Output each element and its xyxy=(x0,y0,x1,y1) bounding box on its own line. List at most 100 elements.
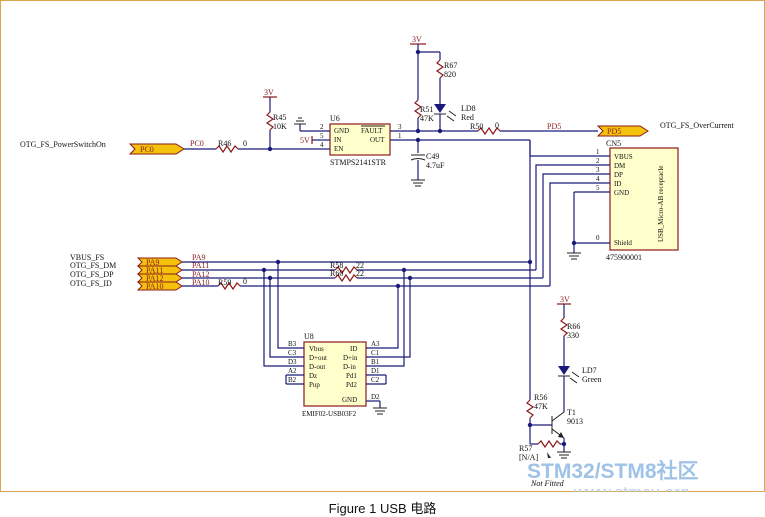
u6-pin-in: IN xyxy=(334,136,341,144)
u8-pn-d1: D1 xyxy=(371,367,380,375)
u8-pin-doutp: D+out xyxy=(309,354,327,362)
u8-pn-d3: D3 xyxy=(288,358,297,366)
cn5-n1: 1 xyxy=(596,148,600,156)
net-label-otg-fs-id: OTG_FS_ID xyxy=(70,279,112,288)
cn5-n2: 2 xyxy=(596,157,600,165)
r58-value: 22 xyxy=(356,261,364,270)
port-pa10 xyxy=(136,281,183,291)
pin-pa11-label: PA11 xyxy=(192,261,209,270)
pin-pd5-label: PD5 xyxy=(547,122,561,131)
cn5-ref: CN5 xyxy=(606,139,621,148)
ld7-value: Green xyxy=(582,375,602,384)
ic-u8 xyxy=(303,341,367,407)
u6-part: STMPS2141STR xyxy=(330,158,387,167)
r50-ref: R50 xyxy=(470,122,483,131)
u8-part: EMIF02-USB03F2 xyxy=(302,410,357,418)
figure-caption: Figure 1 USB 电路 xyxy=(328,501,437,516)
watermark-stm32: STM32 xyxy=(527,460,595,483)
cn5-n3: 3 xyxy=(596,166,600,174)
u8-pin-id: ID xyxy=(350,345,357,353)
cn5-pin-gnd: GND xyxy=(614,189,629,197)
cn5-pin-dp: DP xyxy=(614,171,623,179)
pin-pa12-label: PA12 xyxy=(192,270,210,279)
r51-value: 47K xyxy=(420,114,434,123)
resistor-r58 xyxy=(334,265,358,275)
cn5-n0: 0 xyxy=(596,234,600,242)
ld8-value: Red xyxy=(461,113,474,122)
u8-pn-c2: C2 xyxy=(371,376,380,384)
port-pc0 xyxy=(128,143,185,155)
cn5-pin-vbus: VBUS xyxy=(614,153,633,161)
pin-pa10-label: PA10 xyxy=(192,278,210,287)
r56-ref: R56 xyxy=(534,393,547,402)
u6-n5: 5 xyxy=(320,132,324,140)
connector-cn5 xyxy=(609,147,679,251)
r58-ref: R58 xyxy=(330,261,343,270)
u6-n1: 1 xyxy=(398,132,402,140)
power-3v-r45: 3V xyxy=(264,88,274,97)
watermark-url: www.stmcu.org xyxy=(573,483,689,492)
resistor-r50 xyxy=(477,126,501,136)
cn5-n4: 4 xyxy=(596,175,600,183)
r57-ref: R57 xyxy=(519,444,532,453)
watermark: STM32/STM8社区 www.stmcu.org xyxy=(527,459,699,492)
u8-pn-c1: C1 xyxy=(371,349,380,357)
port-pa12-label: PA12 xyxy=(146,274,164,283)
not-fitted-note: Not Fitted xyxy=(530,479,565,488)
port-pc0-label: PC0 xyxy=(140,145,154,154)
usb-schematic: OTG_FS_PowerSwitchOn PC0 PC0 R46 0 3V R4… xyxy=(20,35,735,492)
resistor-r57 xyxy=(537,439,561,449)
u6-ref: U6 xyxy=(330,114,340,123)
u8-pn-a2: A2 xyxy=(288,367,297,375)
r50-value: 0 xyxy=(495,121,499,130)
u8-pn-b3: B3 xyxy=(288,340,297,348)
pin-pc0-label: PC0 xyxy=(190,139,204,148)
u8-pn-b2: B2 xyxy=(288,376,297,384)
r45-ref: R45 xyxy=(273,113,286,122)
u8-pin-pup: Pup xyxy=(309,381,320,389)
watermark-slash: / xyxy=(595,460,601,483)
u8-pn-b1: B1 xyxy=(371,358,380,366)
led-ld7 xyxy=(558,366,570,375)
r66-ref: R66 xyxy=(567,322,580,331)
cn5-n5: 5 xyxy=(596,184,600,192)
resistor-r59 xyxy=(217,281,241,291)
u8-pin-pd2: Pd2 xyxy=(346,381,357,389)
r60-value: 22 xyxy=(356,269,364,278)
r66-value: 330 xyxy=(567,331,579,340)
u6-pin-en: EN xyxy=(334,145,343,153)
u8-pn-d2: D2 xyxy=(371,393,380,401)
net-label-otg-fs-overcurrent: OTG_FS_OverCurrent xyxy=(660,121,735,130)
u8-pin-vbus: Vbus xyxy=(309,345,324,353)
port-pa9-label: PA9 xyxy=(146,258,160,267)
r45-value: 10K xyxy=(273,122,287,131)
u8-pin-dz: Dz xyxy=(309,372,317,380)
u8-ref: U8 xyxy=(304,332,314,341)
r46-value: 0 xyxy=(243,139,247,148)
u6-pin-out: OUT xyxy=(370,136,385,144)
resistor-r56 xyxy=(525,399,535,419)
pin-pa9-label: PA9 xyxy=(192,253,206,262)
r67-ref: R67 xyxy=(444,61,457,70)
u6-pin-fault: FAULT xyxy=(361,127,383,135)
t1-ref: T1 xyxy=(567,408,576,417)
led-ld8 xyxy=(434,104,446,113)
port-pa11-label: PA11 xyxy=(146,266,163,275)
u8-pn-c3: C3 xyxy=(288,349,297,357)
r51-ref: R51 xyxy=(420,105,433,114)
resistor-r45 xyxy=(265,111,275,131)
u8-pin-dinm: D-in xyxy=(343,363,356,371)
port-pd5-label: PD5 xyxy=(607,127,621,136)
cn5-side-label: USB_Micro-AB receptacle xyxy=(657,166,665,242)
watermark-stm8: STM8 xyxy=(601,460,657,483)
u6-n3: 3 xyxy=(398,123,402,131)
port-pa9 xyxy=(136,257,183,267)
u6-pin-gnd: GND xyxy=(334,127,349,135)
u8-pn-a3: A3 xyxy=(371,340,380,348)
resistor-r60 xyxy=(334,273,358,283)
svg-text:STM32/STM8社区: STM32/STM8社区 xyxy=(527,459,699,483)
u6-n2: 2 xyxy=(320,123,324,131)
r56-value: 47K xyxy=(534,402,548,411)
u6-n4: 4 xyxy=(320,141,324,149)
t1-value: 9013 xyxy=(567,417,583,426)
